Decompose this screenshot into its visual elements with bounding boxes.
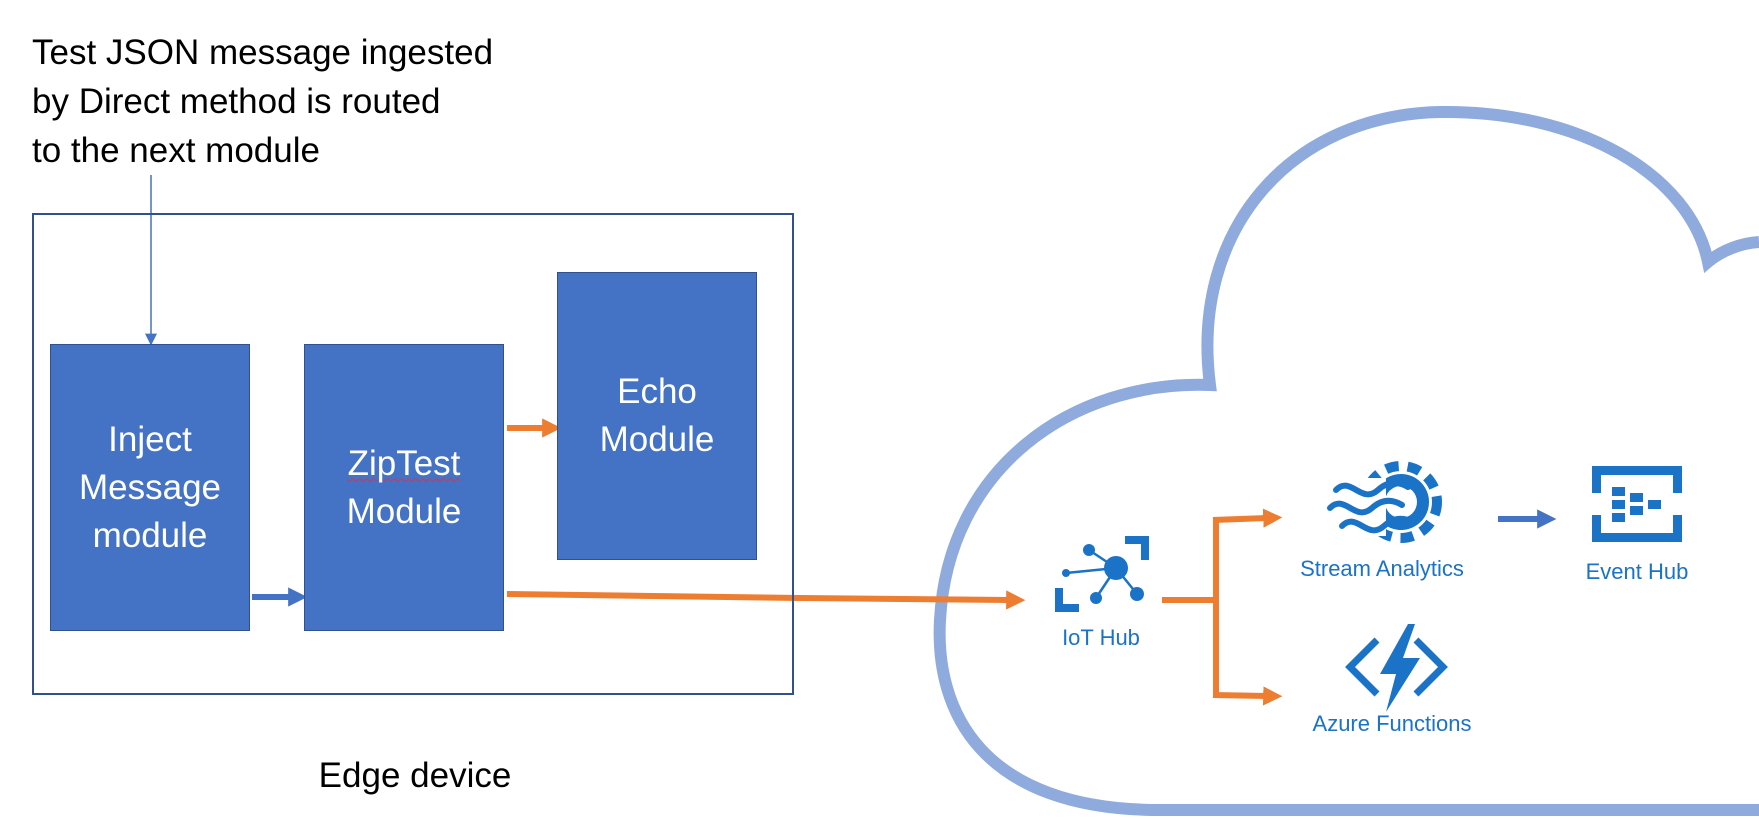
ziptest-module[interactable]: ZipTest Module — [304, 344, 504, 631]
edge-device-frame — [32, 213, 794, 695]
arrow-to-azure-functions — [1212, 686, 1283, 706]
cloud-outline — [933, 105, 1759, 816]
inject-module-label-2: Message — [78, 467, 222, 507]
echo-module-label-1: Echo — [617, 372, 697, 411]
stream-analytics-label: Stream Analytics — [1300, 556, 1464, 581]
arrow-to-stream-analytics — [1212, 508, 1283, 528]
inject-message-module[interactable]: Inject Message module — [50, 344, 250, 631]
annotation-line-3: to the next module — [32, 131, 320, 170]
arrow-ziptest-to-iothub — [506, 590, 1026, 610]
edge-device-label: Edge device — [318, 756, 512, 795]
stream-analytics-icon — [1326, 461, 1442, 543]
echo-module[interactable]: Echo Module — [557, 272, 757, 560]
ziptest-module-label-2: Module — [346, 491, 462, 531]
iot-hub-label: IoT Hub — [1062, 625, 1140, 650]
azure-functions-label: Azure Functions — [1312, 711, 1472, 736]
ziptest-module-label-1: ZipTest — [347, 443, 461, 483]
inject-module-label-1: Inject — [108, 419, 192, 459]
annotation-line-2: by Direct method is routed — [32, 82, 441, 121]
annotation-line-1: Test JSON message ingested — [32, 33, 494, 72]
azure-functions-icon — [1345, 624, 1448, 712]
iot-hub-icon — [1055, 536, 1149, 612]
echo-module-label-2: Module — [599, 420, 715, 459]
event-hub-label: Event Hub — [1585, 559, 1689, 584]
inject-module-label-3: module — [92, 515, 208, 555]
event-hub-icon — [1592, 466, 1682, 542]
